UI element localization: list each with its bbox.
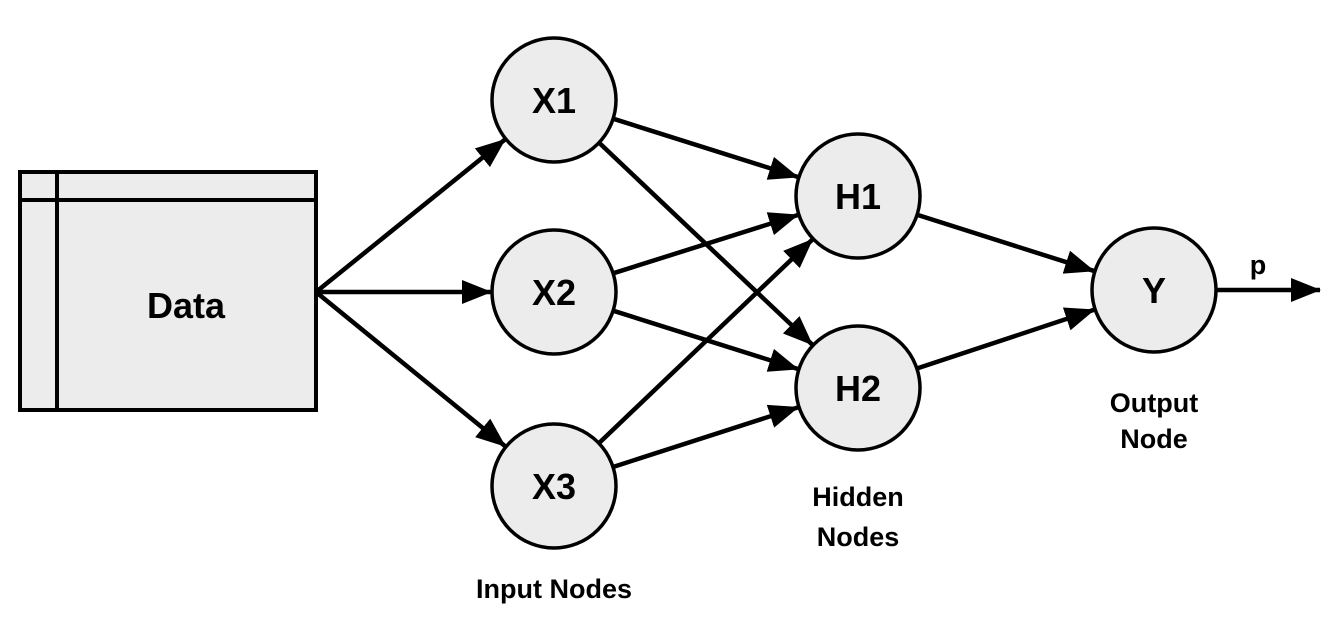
edge-x3-to-h2: [612, 404, 799, 470]
node-x2-circle: [490, 228, 618, 356]
edge-x3-to-h1: [597, 237, 814, 445]
edge-data-to-x1: [314, 137, 507, 294]
input-nodes-caption: Input Nodes: [476, 574, 632, 604]
node-h2-circle: [794, 324, 922, 452]
node-x3-label: X3: [532, 466, 576, 507]
node-y: Y: [1090, 226, 1218, 354]
node-x1-label: X1: [532, 80, 576, 121]
edge-h2-to-y: [916, 307, 1096, 371]
node-h2: H2: [794, 324, 922, 452]
node-h1: H1: [794, 132, 922, 260]
edge-data-to-x3: [314, 290, 507, 448]
edge-x2-to-h1: [612, 212, 799, 276]
node-x1-circle: [490, 36, 618, 164]
edge-h1-to-y: [916, 212, 1095, 274]
data-box-label: Data: [147, 285, 226, 326]
edge-x1-to-h1: [612, 116, 799, 180]
node-x3: X3: [490, 422, 618, 550]
hidden-nodes-caption-line1: Hidden: [812, 482, 904, 512]
node-y-label: Y: [1142, 270, 1166, 311]
output-node-caption-line2: Node: [1120, 424, 1188, 454]
edges-group: [314, 116, 1096, 470]
output-edge-label: p: [1250, 250, 1267, 280]
output-node-caption-line1: Output: [1110, 388, 1198, 418]
node-x2-label: X2: [532, 272, 576, 313]
node-h1-label: H1: [835, 176, 881, 217]
hidden-nodes-caption-line2: Nodes: [817, 522, 900, 552]
node-h2-label: H2: [835, 368, 881, 409]
node-x3-circle: [490, 422, 618, 550]
node-x1: X1: [490, 36, 618, 164]
data-box-frame: [18, 170, 318, 412]
node-h1-circle: [794, 132, 922, 260]
node-x2: X2: [490, 228, 618, 356]
data-table-box: Data: [18, 170, 318, 412]
